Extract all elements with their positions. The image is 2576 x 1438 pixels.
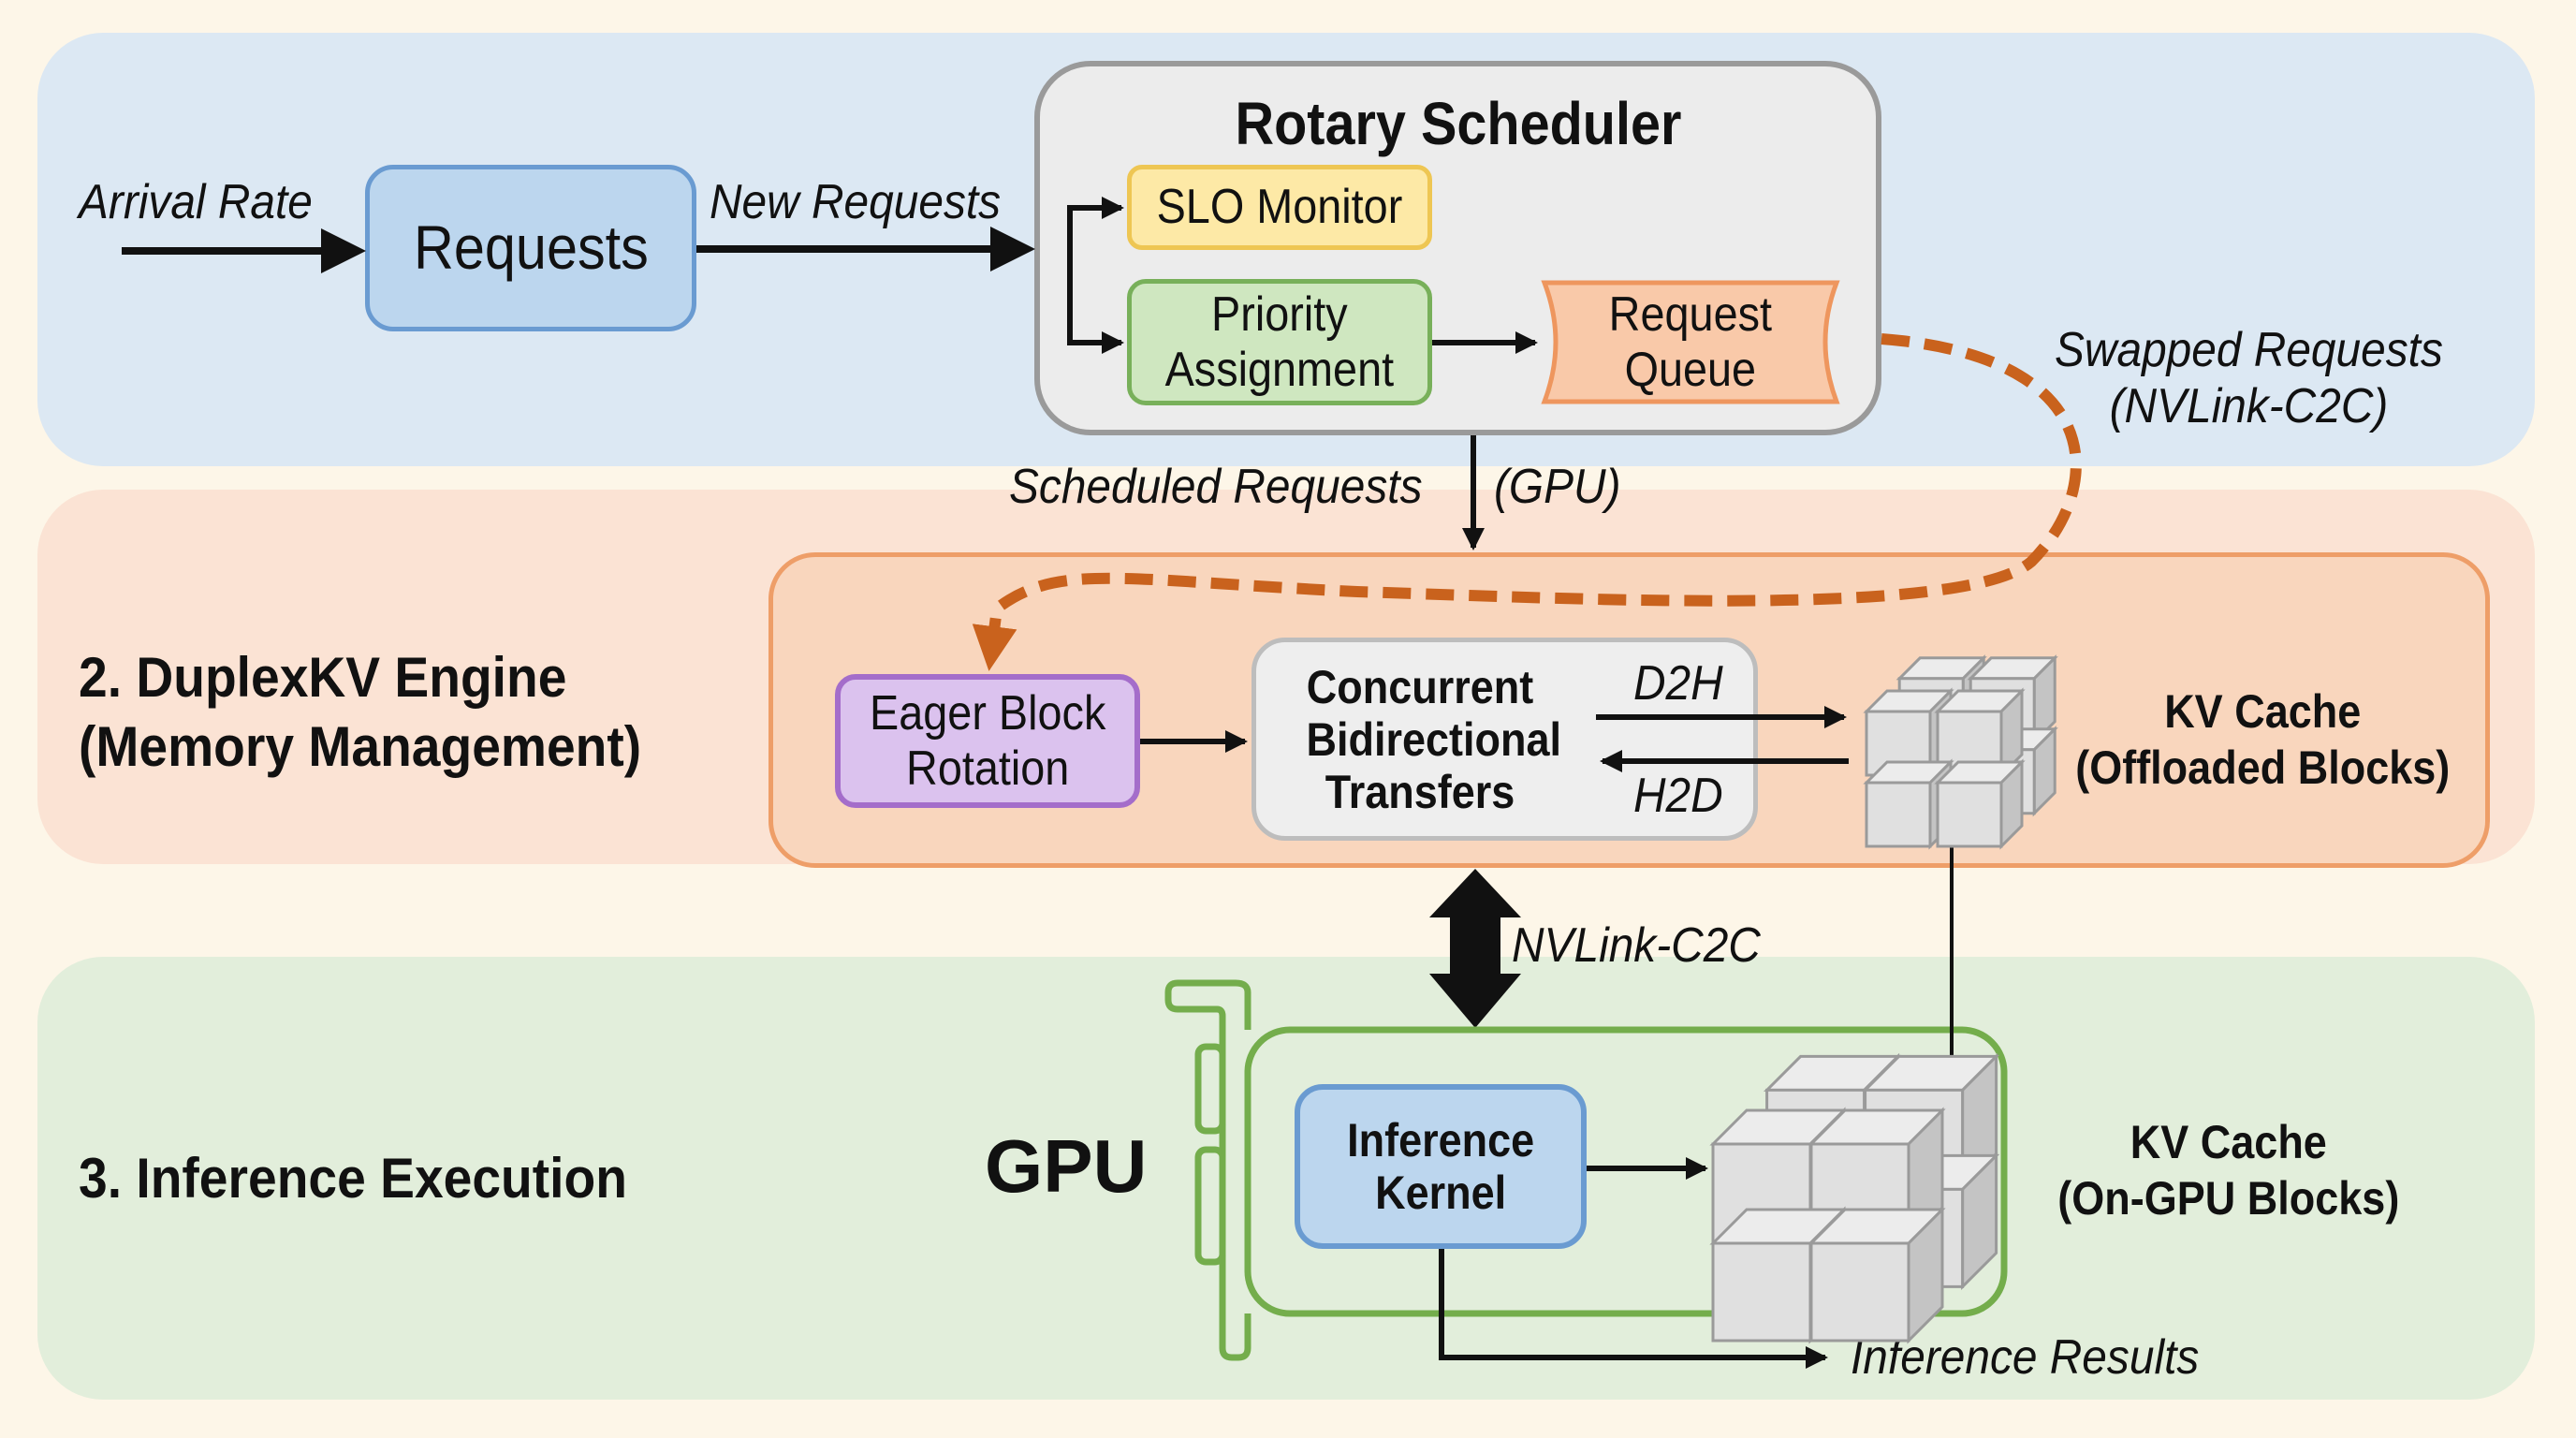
request-queue-box[interactable]: Request Queue bbox=[1541, 279, 1840, 405]
new-requests-label: New Requests bbox=[710, 175, 1002, 229]
nvlink-label: NVLink-C2C bbox=[1512, 918, 1761, 973]
section-title-inference-execution: 3. Inference Execution bbox=[79, 1147, 627, 1210]
section-title-duplexkv-engine: 2. DuplexKV Engine (Memory Management) bbox=[79, 646, 642, 778]
priority-assignment-label: Priority Assignment bbox=[1164, 287, 1395, 397]
d2h-label: D2H bbox=[1633, 656, 1723, 711]
concurrent-transfers-box[interactable]: Concurrent Bidirectional Transfers bbox=[1251, 638, 1758, 841]
rotary-scheduler-title: Rotary Scheduler bbox=[1235, 90, 1681, 157]
arrival-rate-label: Arrival Rate bbox=[79, 175, 313, 229]
requests-box[interactable]: Requests bbox=[365, 165, 696, 331]
gpu-path-label: (GPU) bbox=[1494, 460, 1621, 514]
concurrent-transfers-label: Concurrent Bidirectional Transfers bbox=[1306, 660, 1562, 818]
inference-kernel-box[interactable]: Inference Kernel bbox=[1295, 1084, 1587, 1249]
request-queue-label: Request Queue bbox=[1608, 287, 1773, 397]
kv-cache-offloaded-label: KV Cache (Offloaded Blocks) bbox=[2075, 685, 2451, 794]
inference-results-label: Inference Results bbox=[1851, 1330, 2200, 1385]
priority-assignment-box[interactable]: Priority Assignment bbox=[1127, 279, 1432, 405]
requests-box-label: Requests bbox=[413, 213, 649, 283]
gpu-label: GPU bbox=[985, 1124, 1148, 1208]
h2d-label: H2D bbox=[1633, 769, 1723, 823]
inference-kernel-label: Inference Kernel bbox=[1346, 1114, 1535, 1219]
eager-block-rotation-box[interactable]: Eager Block Rotation bbox=[835, 674, 1140, 808]
swapped-requests-label: Swapped Requests (NVLink-C2C) bbox=[2055, 323, 2443, 433]
slo-monitor-label: SLO Monitor bbox=[1156, 180, 1403, 235]
slo-monitor-box[interactable]: SLO Monitor bbox=[1127, 165, 1432, 250]
eager-block-rotation-label: Eager Block Rotation bbox=[869, 686, 1106, 796]
scheduled-requests-label: Scheduled Requests bbox=[1009, 460, 1423, 514]
kv-cache-gpu-label: KV Cache (On-GPU Blocks) bbox=[2057, 1116, 2400, 1225]
